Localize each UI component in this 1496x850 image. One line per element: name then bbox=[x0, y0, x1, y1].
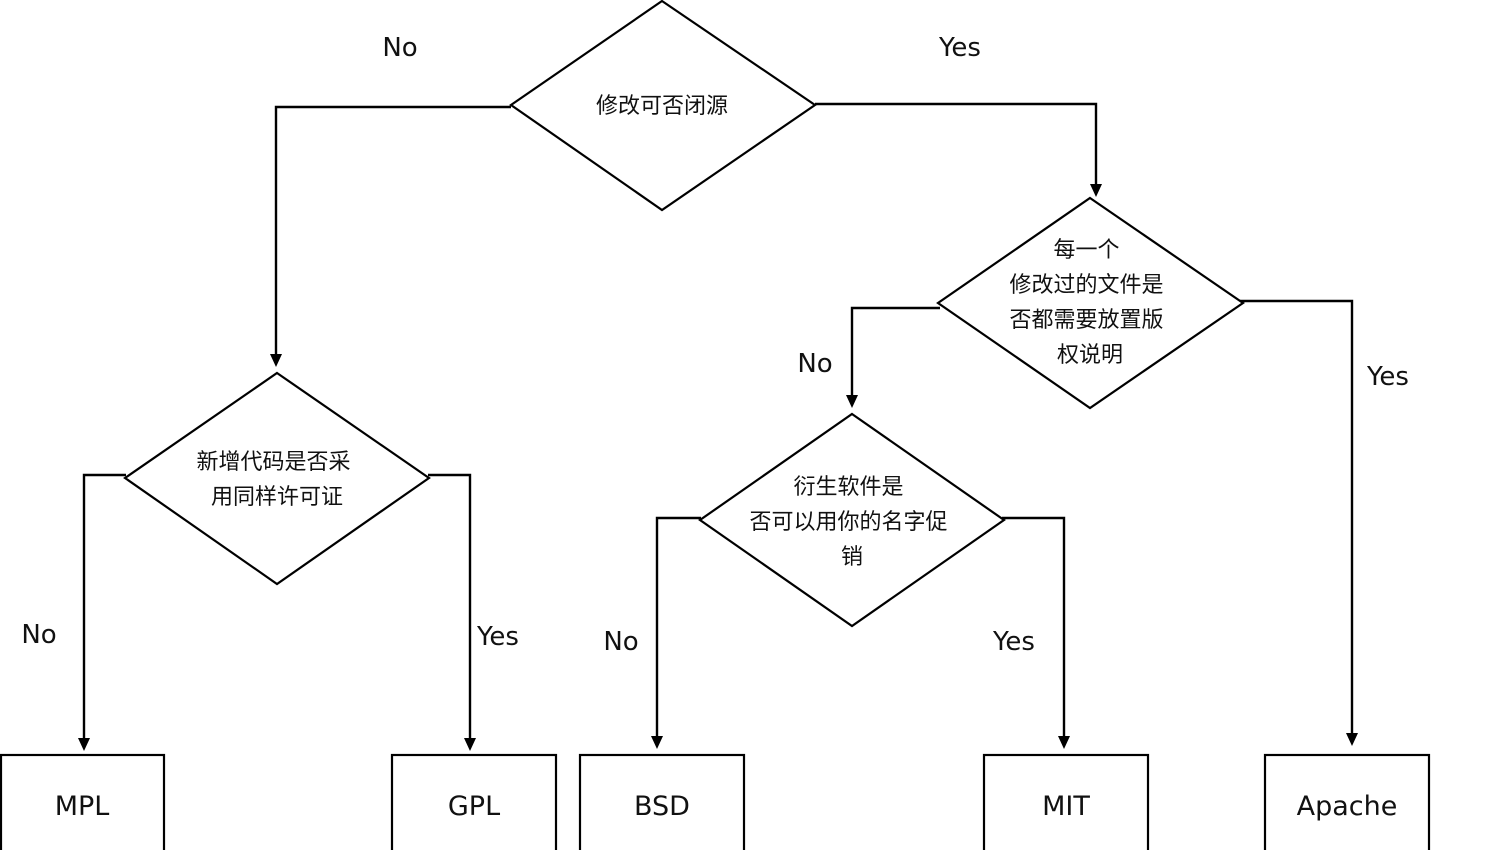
svg-text:每一个 修改过的文件是 否都需要放置: 每一个 修改过的文件是 否都需要放置版 权说明 bbox=[1009, 238, 1170, 368]
license-box-bsd: BSD bbox=[578, 753, 746, 850]
svg-text:修改可否闭源: 修改可否闭源 bbox=[596, 94, 728, 119]
arrowhead-mpl bbox=[78, 738, 90, 751]
license-box-mpl: MPL bbox=[0, 753, 166, 850]
decision-copyright-notice-label-line-4: 权说明 bbox=[1057, 343, 1123, 368]
decision-copyright-notice-label-line-3: 否都需要放置版 bbox=[1009, 308, 1163, 333]
license-box-apache-shape bbox=[1263, 753, 1431, 850]
edge-labels: No Yes No Yes No Yes No Yes bbox=[21, 33, 1409, 657]
license-apache-label: Apache bbox=[1297, 791, 1398, 822]
license-box-mit: MIT bbox=[982, 753, 1150, 850]
edge-label-closed-source-yes: Yes bbox=[938, 33, 981, 63]
license-gpl-label: GPL bbox=[448, 791, 500, 822]
decision-promote-name-label-line-2: 否可以用你的名字促 bbox=[749, 510, 947, 535]
license-mit-label: MIT bbox=[1042, 791, 1090, 822]
decision-same-license-shape bbox=[123, 371, 431, 586]
arrowhead-bsd bbox=[651, 736, 663, 749]
edge-copyright-yes bbox=[1240, 299, 1354, 735]
decision-promote-name-shape bbox=[698, 412, 1006, 628]
license-box-mpl-shape bbox=[0, 753, 166, 850]
decision-copyright-notice-label-line-1: 每一个 bbox=[1053, 238, 1119, 263]
edge-label-closed-source-no: No bbox=[382, 33, 417, 63]
license-box-apache: Apache bbox=[1263, 753, 1431, 850]
svg-text:新增代码是否采 用同样许可证: 新增代码是否采 用同样许可证 bbox=[196, 450, 357, 510]
edge-label-same-license-yes: Yes bbox=[476, 622, 519, 652]
edge-label-copyright-yes: Yes bbox=[1366, 362, 1409, 392]
arrowhead-gpl bbox=[464, 738, 476, 751]
decision-copyright-notice: 每一个 修改过的文件是 否都需要放置版 权说明 bbox=[936, 196, 1245, 410]
decision-copyright-notice-label-line-2: 修改过的文件是 bbox=[1009, 273, 1163, 298]
decision-closed-source: 修改可否闭源 bbox=[509, 0, 817, 212]
edge-label-promote-yes: Yes bbox=[992, 627, 1035, 657]
edge-label-promote-no: No bbox=[603, 627, 638, 657]
edge-label-same-license-no: No bbox=[21, 620, 56, 650]
edge-label-copyright-no: No bbox=[797, 349, 832, 379]
license-box-mit-shape bbox=[982, 753, 1150, 850]
decision-same-license-label-line-1: 新增代码是否采 bbox=[196, 450, 350, 475]
decision-same-license: 新增代码是否采 用同样许可证 bbox=[123, 371, 431, 586]
license-bsd-label: BSD bbox=[634, 791, 690, 822]
edge-copyright-no bbox=[850, 306, 940, 397]
connectors bbox=[78, 102, 1358, 751]
edge-closed-source-yes bbox=[815, 102, 1098, 186]
license-box-gpl-shape bbox=[390, 753, 558, 850]
decision-copyright-notice-shape bbox=[936, 196, 1245, 410]
arrowhead-apache bbox=[1346, 733, 1358, 746]
edge-promote-yes bbox=[1002, 516, 1066, 738]
edge-promote-no bbox=[655, 516, 701, 738]
arrowhead-promote-name bbox=[846, 395, 858, 408]
decision-promote-name-label-line-3: 销 bbox=[841, 545, 863, 570]
arrowhead-same-license bbox=[270, 354, 282, 367]
decision-promote-name: 衍生软件是 否可以用你的名字促 销 bbox=[698, 412, 1006, 628]
decision-promote-name-label-line-1: 衍生软件是 bbox=[793, 475, 903, 500]
edge-closed-source-no bbox=[274, 105, 511, 356]
license-mpl-label: MPL bbox=[55, 791, 110, 822]
decision-closed-source-label-line-1: 修改可否闭源 bbox=[596, 94, 728, 119]
edge-same-license-yes bbox=[428, 473, 472, 740]
arrowhead-copyright-notice bbox=[1090, 184, 1102, 197]
decision-same-license-label-line-2: 用同样许可证 bbox=[211, 485, 343, 510]
svg-text:衍生软件是 否可以用你的名字促 销: 衍生软件是 否可以用你的名字促 销 bbox=[749, 475, 954, 570]
license-box-gpl: GPL bbox=[390, 753, 558, 850]
edge-same-license-no bbox=[82, 473, 126, 740]
arrowhead-mit bbox=[1058, 736, 1070, 749]
license-box-bsd-shape bbox=[578, 753, 746, 850]
decision-closed-source-shape bbox=[509, 0, 817, 212]
